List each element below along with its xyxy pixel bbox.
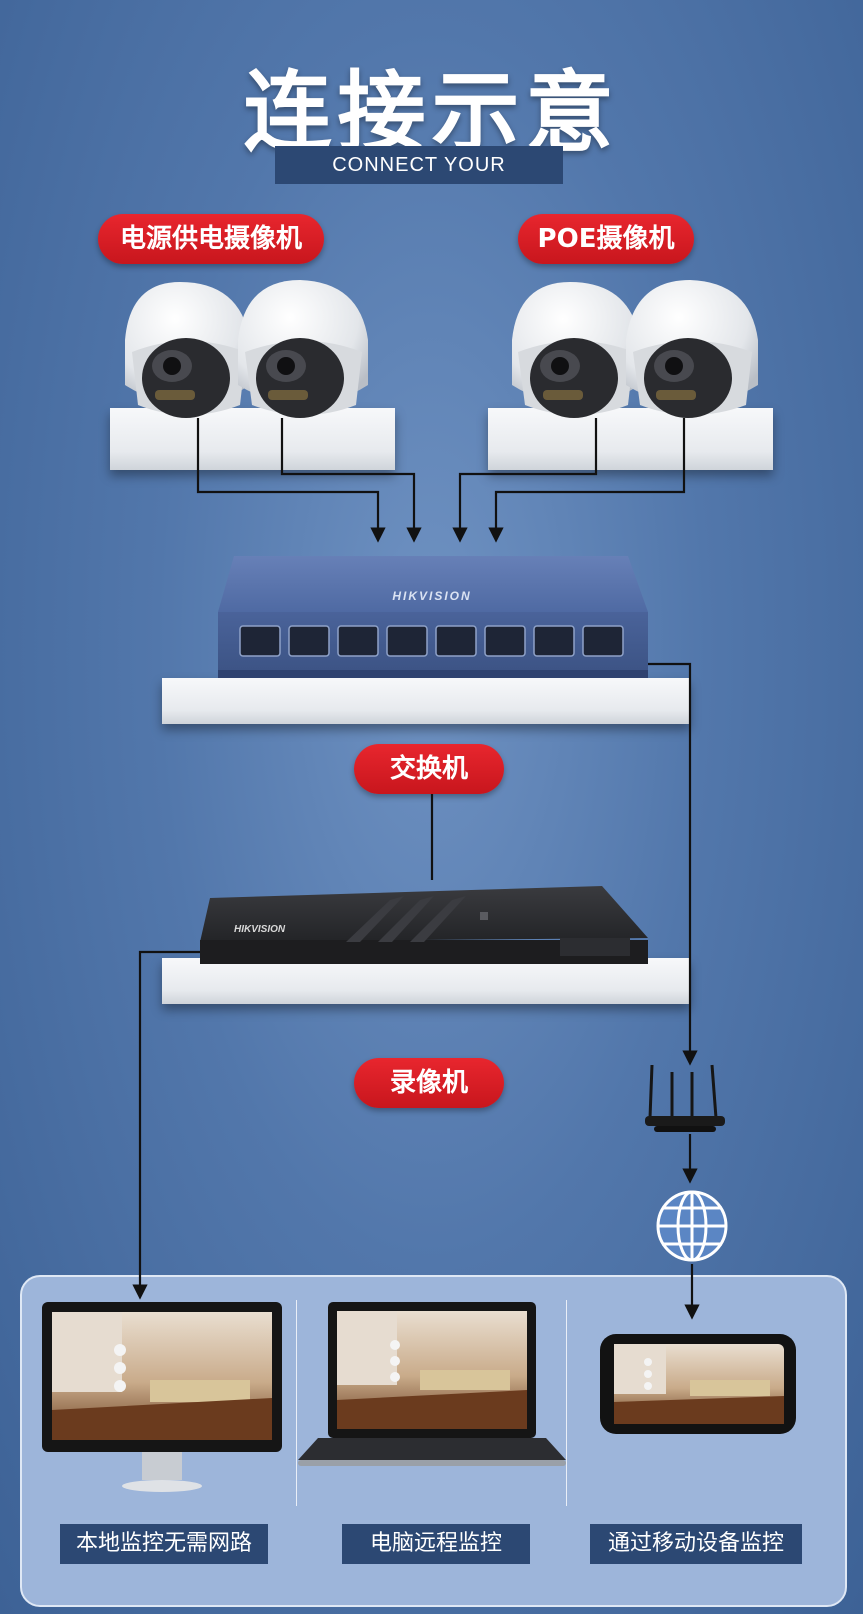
- page-subtitle: CONNECT YOUR: [275, 146, 563, 184]
- nvr-icon: [200, 886, 648, 964]
- network-switch-icon: [218, 556, 648, 678]
- shelf-power-cameras: [110, 408, 395, 470]
- panel-divider-2: [566, 1300, 567, 1506]
- caption-mobile-monitoring: 通过移动设备监控: [590, 1524, 802, 1564]
- caption-local-monitoring: 本地监控无需网路: [60, 1524, 268, 1564]
- label-power-camera: 电源供电摄像机: [98, 214, 324, 264]
- router-icon: [645, 1064, 725, 1132]
- globe-icon: [656, 1190, 728, 1262]
- label-nvr: 录像机: [354, 1058, 504, 1108]
- monitor-icon: [42, 1302, 282, 1492]
- shelf-poe-cameras: [488, 408, 773, 470]
- dome-camera-icon: [626, 280, 758, 418]
- nvr-monitor-cable: [132, 950, 200, 1300]
- dome-camera-icon: [512, 282, 640, 418]
- caption-pc-remote: 电脑远程监控: [342, 1524, 530, 1564]
- switch-ports: [239, 625, 624, 657]
- label-poe-camera: POE摄像机: [518, 214, 694, 264]
- camera-cables: [196, 418, 686, 543]
- switch-router-cable: [648, 662, 698, 1066]
- phone-icon: [600, 1334, 796, 1434]
- label-switch: 交换机: [354, 744, 504, 794]
- dome-camera-icon: [125, 282, 250, 418]
- shelf-switch: [162, 678, 690, 724]
- laptop-icon: [298, 1302, 566, 1466]
- nvr-brand-logo: HIKVISION: [234, 924, 286, 935]
- switch-brand-logo: HIKVISION: [392, 589, 471, 603]
- dome-camera-icon: [238, 280, 368, 418]
- panel-divider-1: [296, 1300, 297, 1506]
- shelf-nvr: [162, 958, 690, 1004]
